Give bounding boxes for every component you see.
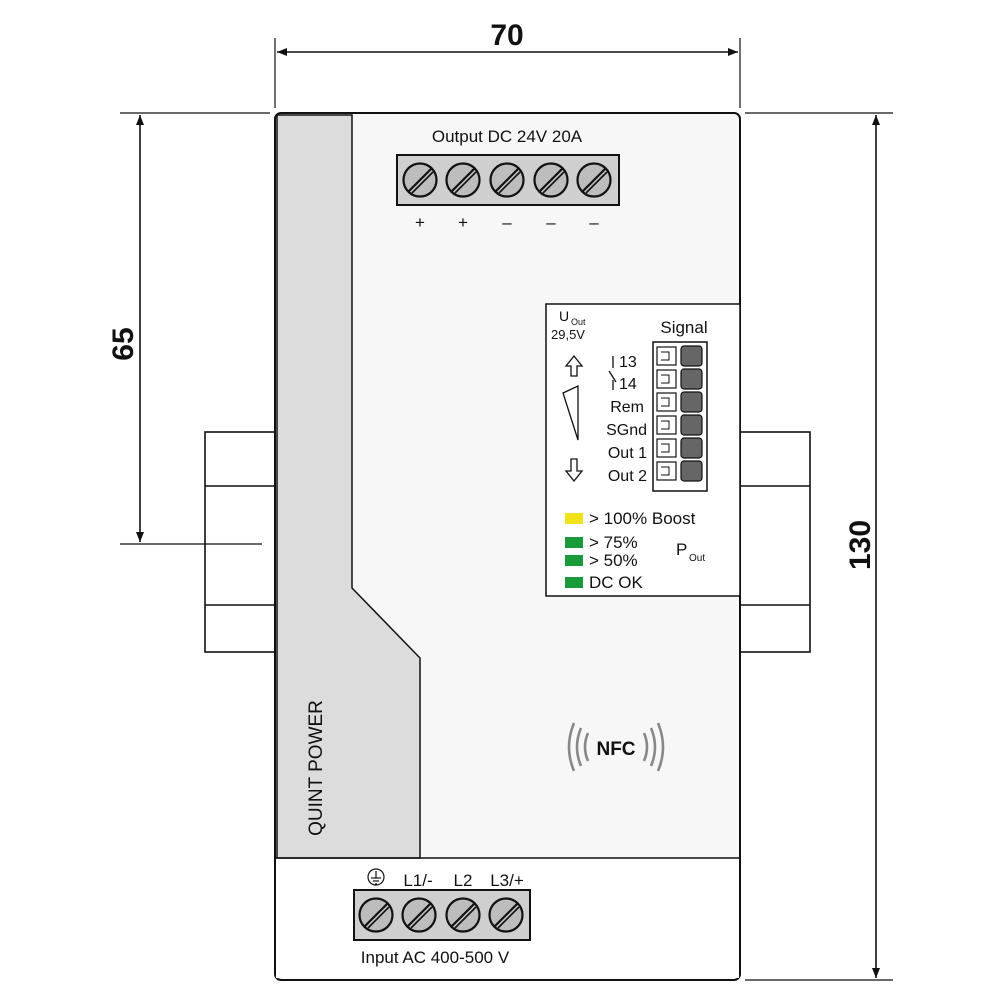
indicator-label: > 100% Boost [589, 509, 696, 528]
output-polarity: – [589, 213, 599, 232]
output-polarity: – [502, 213, 512, 232]
input-terminal-label: L3/+ [490, 871, 524, 890]
input-screw[interactable] [488, 897, 524, 933]
indicator-label: > 75% [589, 533, 638, 552]
input-terminal-block [353, 889, 531, 941]
relay-contact-icon [608, 356, 617, 390]
nfc-waves-icon [567, 722, 665, 772]
output-screw[interactable] [402, 162, 438, 198]
dim-width: 70 [274, 19, 741, 108]
input-screw[interactable] [401, 897, 437, 933]
signal-title: Signal [660, 318, 707, 337]
output-polarity: + [458, 213, 468, 232]
dim-partial-height-label: 65 [107, 327, 140, 360]
brand-label: QUINT POWER [306, 700, 327, 836]
signal-pin[interactable] [680, 460, 703, 482]
indicator-label: DC OK [589, 573, 644, 592]
signal-pin[interactable] [680, 414, 703, 436]
output-screw[interactable] [445, 162, 481, 198]
input-terminal-label: L1/- [403, 871, 432, 890]
dim-partial-height: 65 [107, 112, 270, 545]
input-title: Input AC 400-500 V [361, 948, 510, 967]
output-polarity: + [415, 213, 425, 232]
signal-pin-label: Out 1 [608, 445, 647, 462]
dim-width-label: 70 [490, 19, 523, 52]
indicator-label: > 50% [589, 551, 638, 570]
signal-connector [652, 341, 708, 492]
signal-pin[interactable] [680, 368, 703, 390]
dim-total-height: 130 [745, 112, 893, 981]
signal-pin-label: 13 [619, 354, 637, 371]
u-out-subscript: Out [571, 317, 586, 327]
signal-pin[interactable] [680, 391, 703, 413]
output-screw[interactable] [576, 162, 612, 198]
input-terminal-label: L2 [454, 871, 473, 890]
output-screw[interactable] [489, 162, 525, 198]
u-out-symbol: U [559, 308, 569, 324]
signal-pin-label: 14 [619, 376, 637, 393]
signal-pin-label: Rem [610, 399, 644, 416]
output-screw[interactable] [533, 162, 569, 198]
ground-icon [367, 868, 385, 886]
led-50 [565, 555, 583, 566]
output-title: Output DC 24V 20A [432, 127, 583, 146]
arrow-up-icon [564, 354, 584, 377]
input-screw[interactable] [358, 897, 394, 933]
din-rail-left [204, 431, 276, 653]
signal-pin-label: SGnd [606, 422, 647, 439]
output-polarity: – [546, 213, 556, 232]
led-dc-ok [565, 577, 583, 588]
input-screw[interactable] [445, 897, 481, 933]
p-out-subscript: Out [689, 553, 705, 564]
output-terminal-block [396, 154, 620, 206]
dim-total-height-label: 130 [844, 520, 877, 570]
led-boost [565, 513, 583, 524]
voltage-ramp-icon [562, 384, 579, 441]
nfc-label: NFC [596, 739, 635, 760]
u-out-value: 29,5V [551, 327, 585, 342]
p-out-symbol: P [676, 540, 687, 559]
signal-pin[interactable] [680, 437, 703, 459]
output-polarity-labels: + + – – – [415, 213, 599, 232]
arrow-down-icon [564, 458, 584, 483]
din-rail-right [739, 431, 811, 653]
signal-pin-label: Out 2 [608, 468, 647, 485]
led-75 [565, 537, 583, 548]
signal-pin[interactable] [680, 345, 703, 367]
